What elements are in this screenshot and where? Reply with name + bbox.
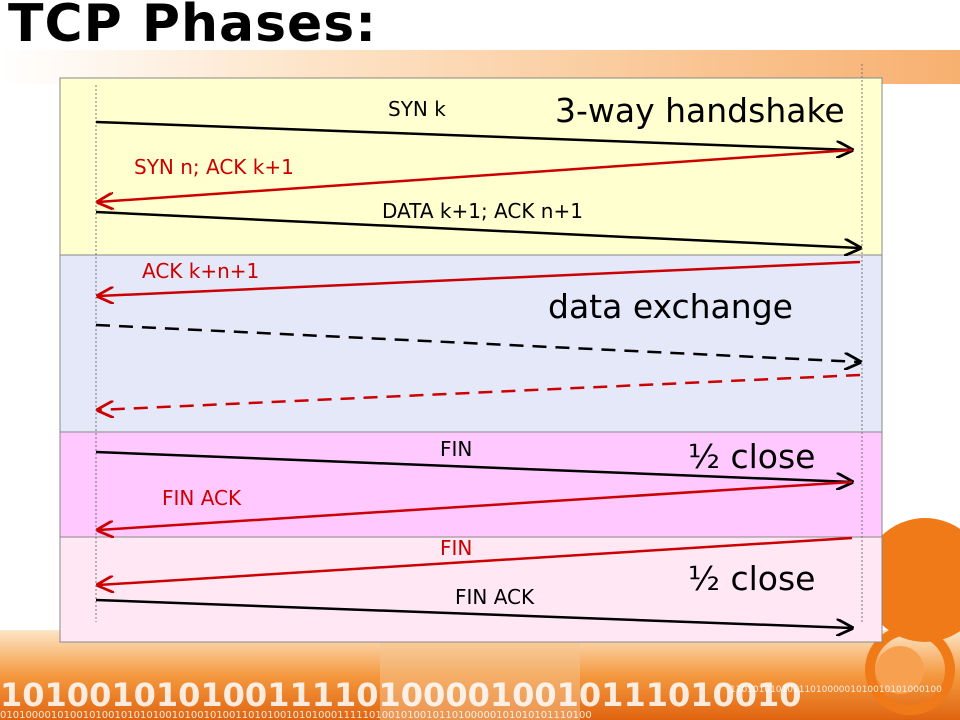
phase-label-data-exchange: data exchange	[548, 287, 793, 326]
msg-label-fin-ack-2: FIN ACK	[455, 585, 535, 609]
msg-label-syn: SYN k	[388, 97, 446, 121]
arrow-data-dashed-2	[98, 373, 861, 410]
msg-label-syn-ack: SYN n; ACK k+1	[134, 155, 294, 179]
arrow-syn-ack	[98, 148, 853, 202]
arrow-fin-1	[95, 450, 852, 482]
arrow-data-dashed-1	[95, 323, 860, 362]
decor-circle-large	[863, 518, 960, 642]
phase-label-handshake: 3-way handshake	[555, 91, 845, 130]
footer-binary-large: 101001010100111101000010010111010010	[0, 676, 802, 714]
arrow-fin-ack-2	[95, 598, 852, 628]
footer-binary-small: 1101010101011101000001010010101000100	[730, 685, 942, 695]
arrow-fin-ack-1	[98, 480, 853, 530]
decor-ring	[865, 625, 955, 715]
phase-label-half-close-1: ½ close	[688, 437, 815, 476]
arrow-ack-data	[98, 260, 861, 296]
arrow-syn	[95, 120, 852, 150]
arrow-fin-2	[98, 536, 853, 585]
slide-title: TCP Phases:	[8, 0, 378, 54]
arrow-data-ack	[95, 210, 860, 248]
msg-label-ack-data: ACK k+n+1	[142, 259, 259, 283]
phase-band-half-close-1	[59, 431, 883, 538]
msg-label-fin-ack-1: FIN ACK	[162, 486, 242, 510]
msg-label-fin-2: FIN	[440, 536, 472, 560]
msg-label-fin-1: FIN	[440, 437, 472, 461]
msg-label-data-ack: DATA k+1; ACK n+1	[382, 199, 583, 223]
footer-binary-bottom: 0101000010100101001010101001010010100110…	[0, 710, 592, 720]
phase-label-half-close-2: ½ close	[688, 559, 815, 598]
decor-circle-small	[876, 646, 924, 694]
